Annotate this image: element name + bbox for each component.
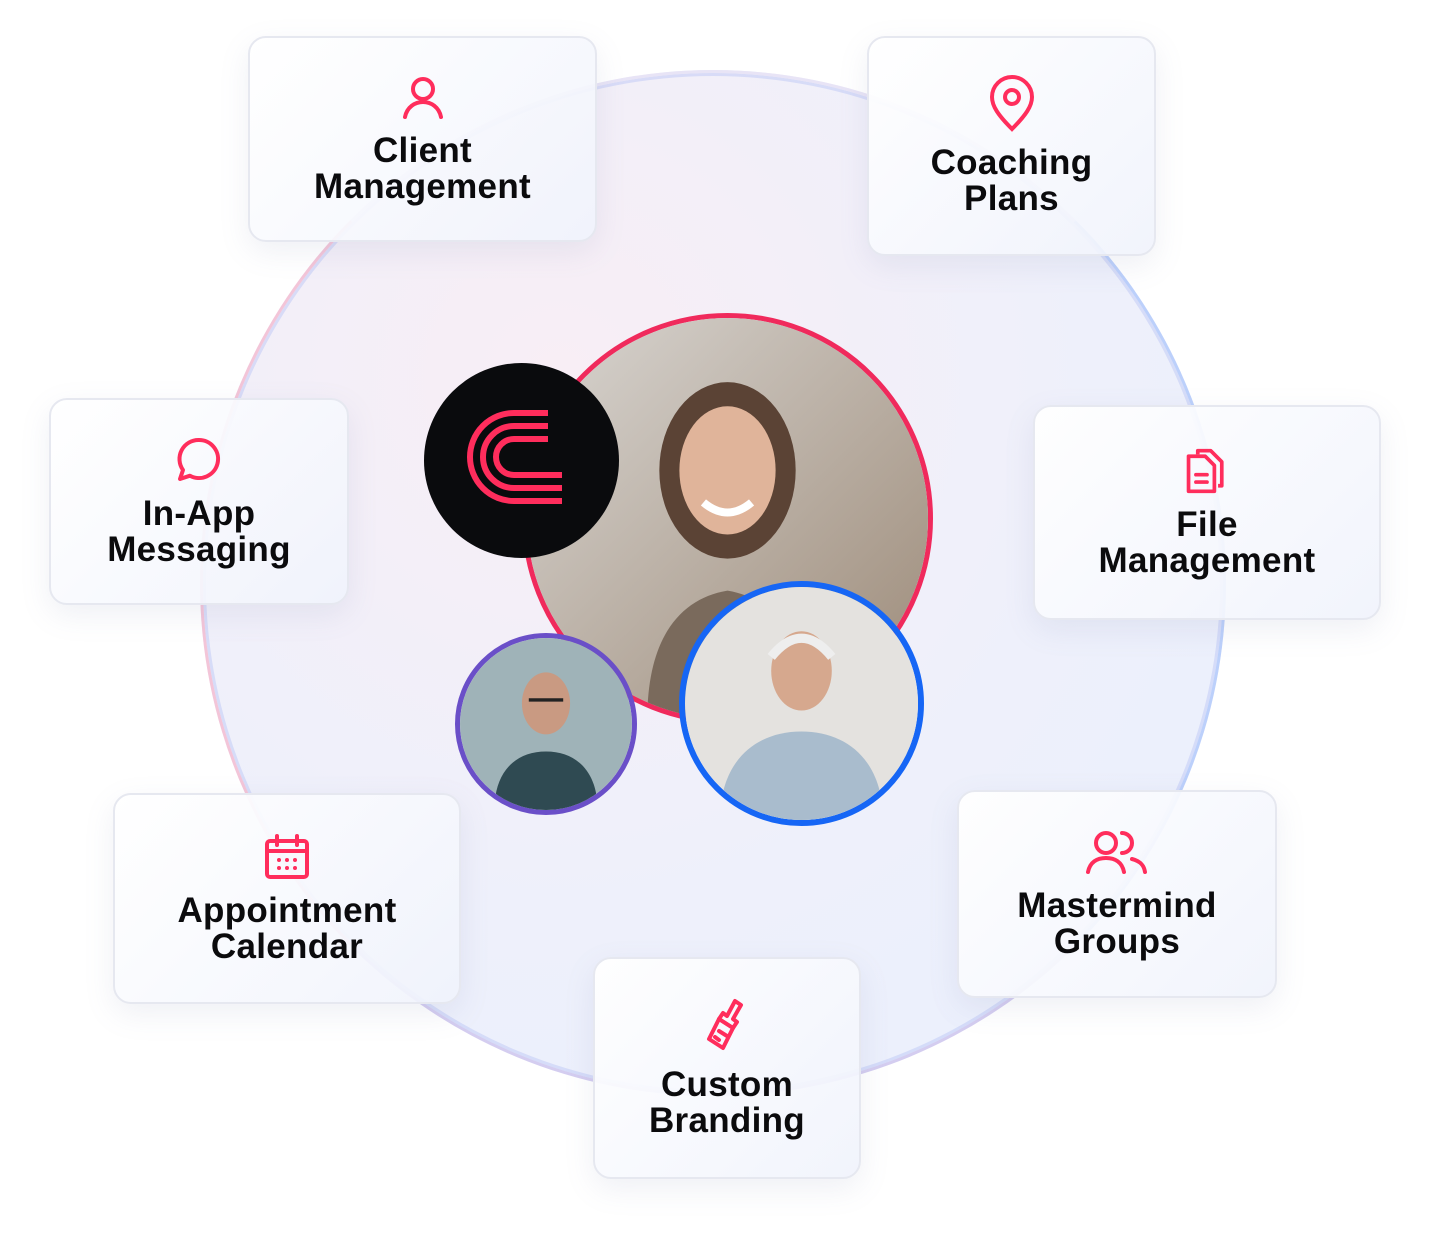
feature-label: Management: [314, 167, 531, 206]
calendar-icon: [265, 833, 309, 879]
feature-label: Mastermind: [1017, 886, 1217, 925]
participant-photo: [679, 581, 924, 826]
feature-label: In-App: [142, 493, 256, 533]
participant-photo: [455, 633, 637, 815]
feature-label: Messaging: [107, 529, 291, 569]
users-icon: [1086, 831, 1147, 874]
feature-label: Groups: [1053, 922, 1181, 961]
brand-logo: [424, 363, 619, 558]
feature-label: Calendar: [210, 926, 364, 966]
feature-label: Management: [1098, 540, 1316, 580]
feature-label: Client: [372, 131, 473, 170]
feature-label: Custom: [660, 1065, 794, 1104]
user-icon: [402, 77, 443, 119]
paintbrush-icon: [707, 999, 743, 1050]
feature-label: Branding: [648, 1101, 805, 1140]
feature-label: Appointment: [177, 890, 397, 930]
map-pin-icon: [989, 75, 1034, 132]
files-icon: [1186, 448, 1224, 493]
chat-bubble-icon: [177, 437, 221, 481]
feature-label: Coaching: [930, 143, 1093, 182]
feature-label: Plans: [964, 179, 1059, 218]
feature-label: File: [1176, 504, 1238, 544]
